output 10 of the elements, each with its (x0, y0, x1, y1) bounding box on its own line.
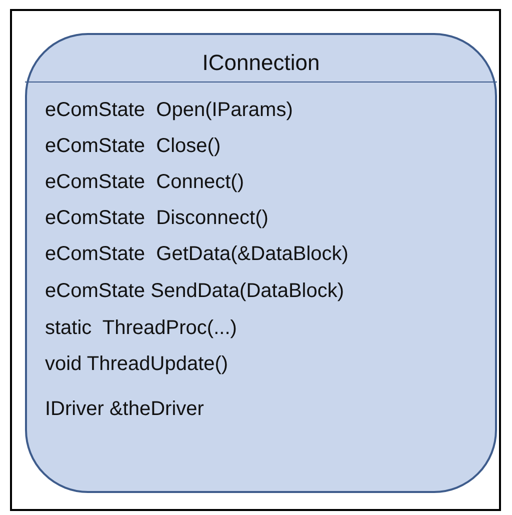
class-member: eComState Connect() (45, 170, 244, 194)
class-member: eComState GetData(&DataBlock) (45, 242, 348, 266)
class-member: eComState Disconnect() (45, 206, 268, 230)
class-member: eComState Open(IParams) (45, 98, 293, 122)
class-member: IDriver &theDriver (45, 397, 204, 421)
class-member: static ThreadProc(...) (45, 316, 237, 340)
class-member: eComState Close() (45, 134, 221, 158)
class-member: void ThreadUpdate() (45, 352, 228, 376)
class-member: eComState SendData(DataBlock) (45, 279, 344, 303)
class-name: IConnection (201, 51, 321, 75)
